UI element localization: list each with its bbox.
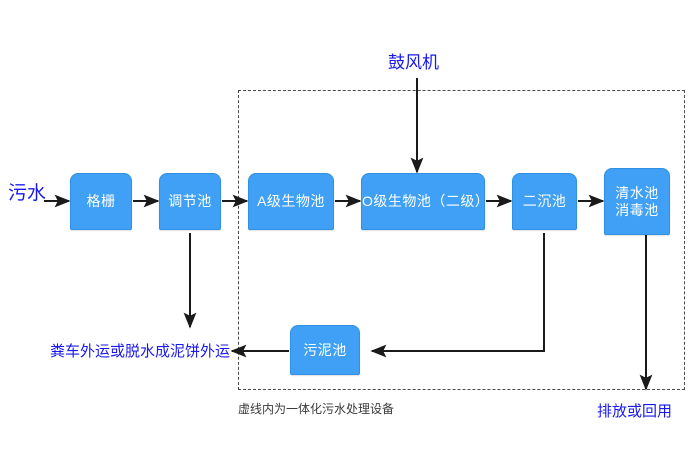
- node-grate-label: 格栅: [86, 193, 116, 210]
- node-regulating-tank[interactable]: 调节池: [159, 173, 221, 230]
- node-a-stage-biological-tank[interactable]: A级生物池: [248, 173, 334, 230]
- node-sludge-tank-label: 污泥池: [303, 341, 347, 358]
- sludge-disposal-label: 粪车外运或脱水成泥饼外运: [50, 343, 231, 360]
- node-clearwater-disinfection-tank-label: 清水池 消毒池: [615, 185, 659, 218]
- node-secondary-clarifier-label: 二沉池: [522, 193, 567, 210]
- node-o-stage-biological-tank-label: O级生物池（二级）: [362, 193, 490, 210]
- node-sludge-tank[interactable]: 污泥池: [290, 325, 360, 375]
- effluent-label: 排放或回用: [597, 403, 673, 420]
- node-o-stage-biological-tank[interactable]: O级生物池（二级）: [361, 173, 490, 230]
- dashed-box-caption: 虚线内为一体化污水处理设备: [238, 402, 395, 416]
- node-secondary-clarifier[interactable]: 二沉池: [512, 173, 577, 230]
- node-regulating-tank-label: 调节池: [168, 193, 212, 210]
- node-a-stage-biological-tank-label: A级生物池: [257, 193, 325, 210]
- blower-label: 鼓风机: [388, 53, 439, 72]
- node-grate[interactable]: 格栅: [70, 173, 132, 230]
- node-clearwater-disinfection-tank[interactable]: 清水池 消毒池: [604, 168, 670, 235]
- integrated-equipment-boundary: [238, 90, 685, 390]
- influent-label: 污水: [8, 183, 47, 204]
